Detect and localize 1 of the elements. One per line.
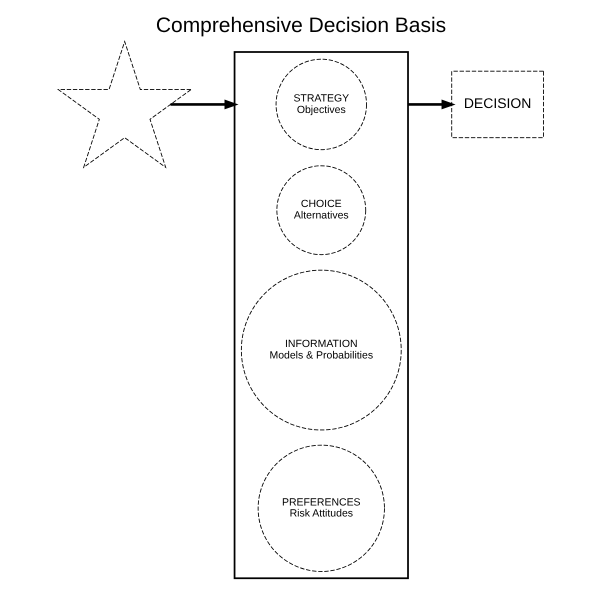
diagram-title: Comprehensive Decision Basis [155, 14, 446, 38]
